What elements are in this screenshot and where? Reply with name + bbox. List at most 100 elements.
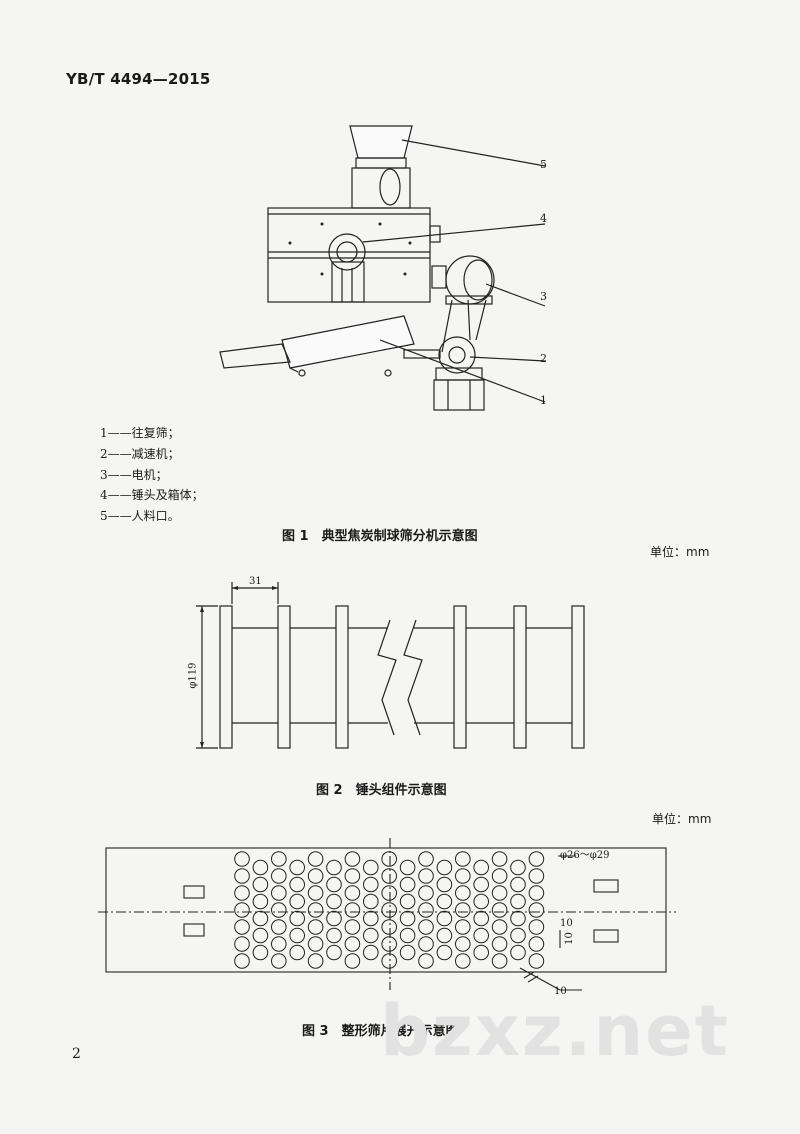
screen-hole [528,919,545,935]
screen-hole [491,885,508,901]
standard-code: YB/T 4494—2015 [66,70,211,88]
screen-hole [510,876,526,893]
screen-hole [289,859,306,876]
screen-hole [436,927,453,944]
screen-hole [234,868,250,884]
figure3-dim-c: 10 [554,986,567,997]
screen-hole [528,851,545,867]
screen-hole [528,953,545,969]
screen-hole [326,893,342,910]
screen-hole [363,910,379,927]
screen-hole [363,876,379,893]
screen-hole [510,859,526,876]
screen-hole [528,936,545,952]
screen-hole [418,902,434,918]
screen-hole [473,910,490,927]
screen-hole [307,936,324,952]
screen-hole [418,851,434,867]
screen-hole [473,893,490,910]
screen-hole [289,927,306,944]
screen-hole [473,944,490,961]
screen-hole [528,868,545,884]
screen-hole [381,868,398,884]
screen-hole [326,944,342,961]
screen-hole [307,885,324,901]
screen-hole [455,868,471,884]
screen-hole [491,953,508,969]
screen-hole [307,868,324,884]
screen-hole [234,902,250,918]
screen-hole [234,885,250,901]
figure2-unit: 单位：mm [650,545,710,559]
screen-hole [455,902,471,918]
screen-hole [381,936,398,952]
screen-hole [455,851,471,867]
screen-hole [344,851,361,867]
screen-hole [491,902,508,918]
figure1-callout: 4 [540,212,547,225]
figure2-dim-top: 31 [249,576,262,587]
screen-hole [252,927,269,944]
screen-hole [418,953,434,969]
screen-hole [381,885,398,901]
screen-hole [363,859,379,876]
figure3-dim-b: 10 [563,932,575,945]
figure1-callout: 2 [540,352,547,365]
figure1-callout: 1 [540,394,547,407]
screen-hole [363,944,379,961]
screen-hole [289,910,306,927]
screen-hole [252,944,269,961]
screen-hole [271,953,287,969]
screen-hole [491,936,508,952]
screen-hole [436,859,453,876]
screen-hole [271,885,287,901]
figure3-unit: 单位：mm [652,812,712,826]
screen-hole [344,936,361,952]
screen-hole [473,927,490,944]
figure1-callout: 3 [540,290,547,303]
screen-hole [234,936,250,952]
page-number: 2 [72,1046,81,1062]
screen-hole [473,859,490,876]
screen-hole [381,902,398,918]
screen-hole [455,919,471,935]
figure1-caption: 图 1 典型焦炭制球筛分机示意图 [282,529,478,544]
screen-hole [418,936,434,952]
screen-hole [289,893,306,910]
screen-hole [234,953,250,969]
figure3-dim-hole: φ26～φ29 [560,850,610,861]
screen-hole [344,902,361,918]
screen-hole [271,902,287,918]
screen-hole [436,944,453,961]
screen-hole [344,868,361,884]
screen-hole [344,885,361,901]
screen-hole [399,859,416,876]
screen-hole [381,953,398,969]
screen-hole [399,893,416,910]
screen-hole [455,953,471,969]
legend-item: 1——往复筛； [100,426,180,440]
screen-hole [436,876,453,893]
screen-hole [436,910,453,927]
screen-hole [307,953,324,969]
screen-hole [234,851,250,867]
screen-hole [436,893,453,910]
screen-hole [455,936,471,952]
screen-hole [289,876,306,893]
screen-hole [307,902,324,918]
figure3-caption: 图 3 整形筛片展开示意图 [302,1024,459,1039]
screen-hole [381,919,398,935]
figure2-caption: 图 2 锤头组件示意图 [316,783,447,798]
legend-item: 4——锤头及箱体； [100,488,204,502]
screen-hole [271,936,287,952]
screen-hole [326,927,342,944]
screen-hole [234,919,250,935]
legend-item: 2——减速机； [100,447,180,461]
screen-hole [491,851,508,867]
screen-hole [399,927,416,944]
screen-hole [271,851,287,867]
screen-hole [510,944,526,961]
screen-hole [381,851,398,867]
screen-hole [528,902,545,918]
